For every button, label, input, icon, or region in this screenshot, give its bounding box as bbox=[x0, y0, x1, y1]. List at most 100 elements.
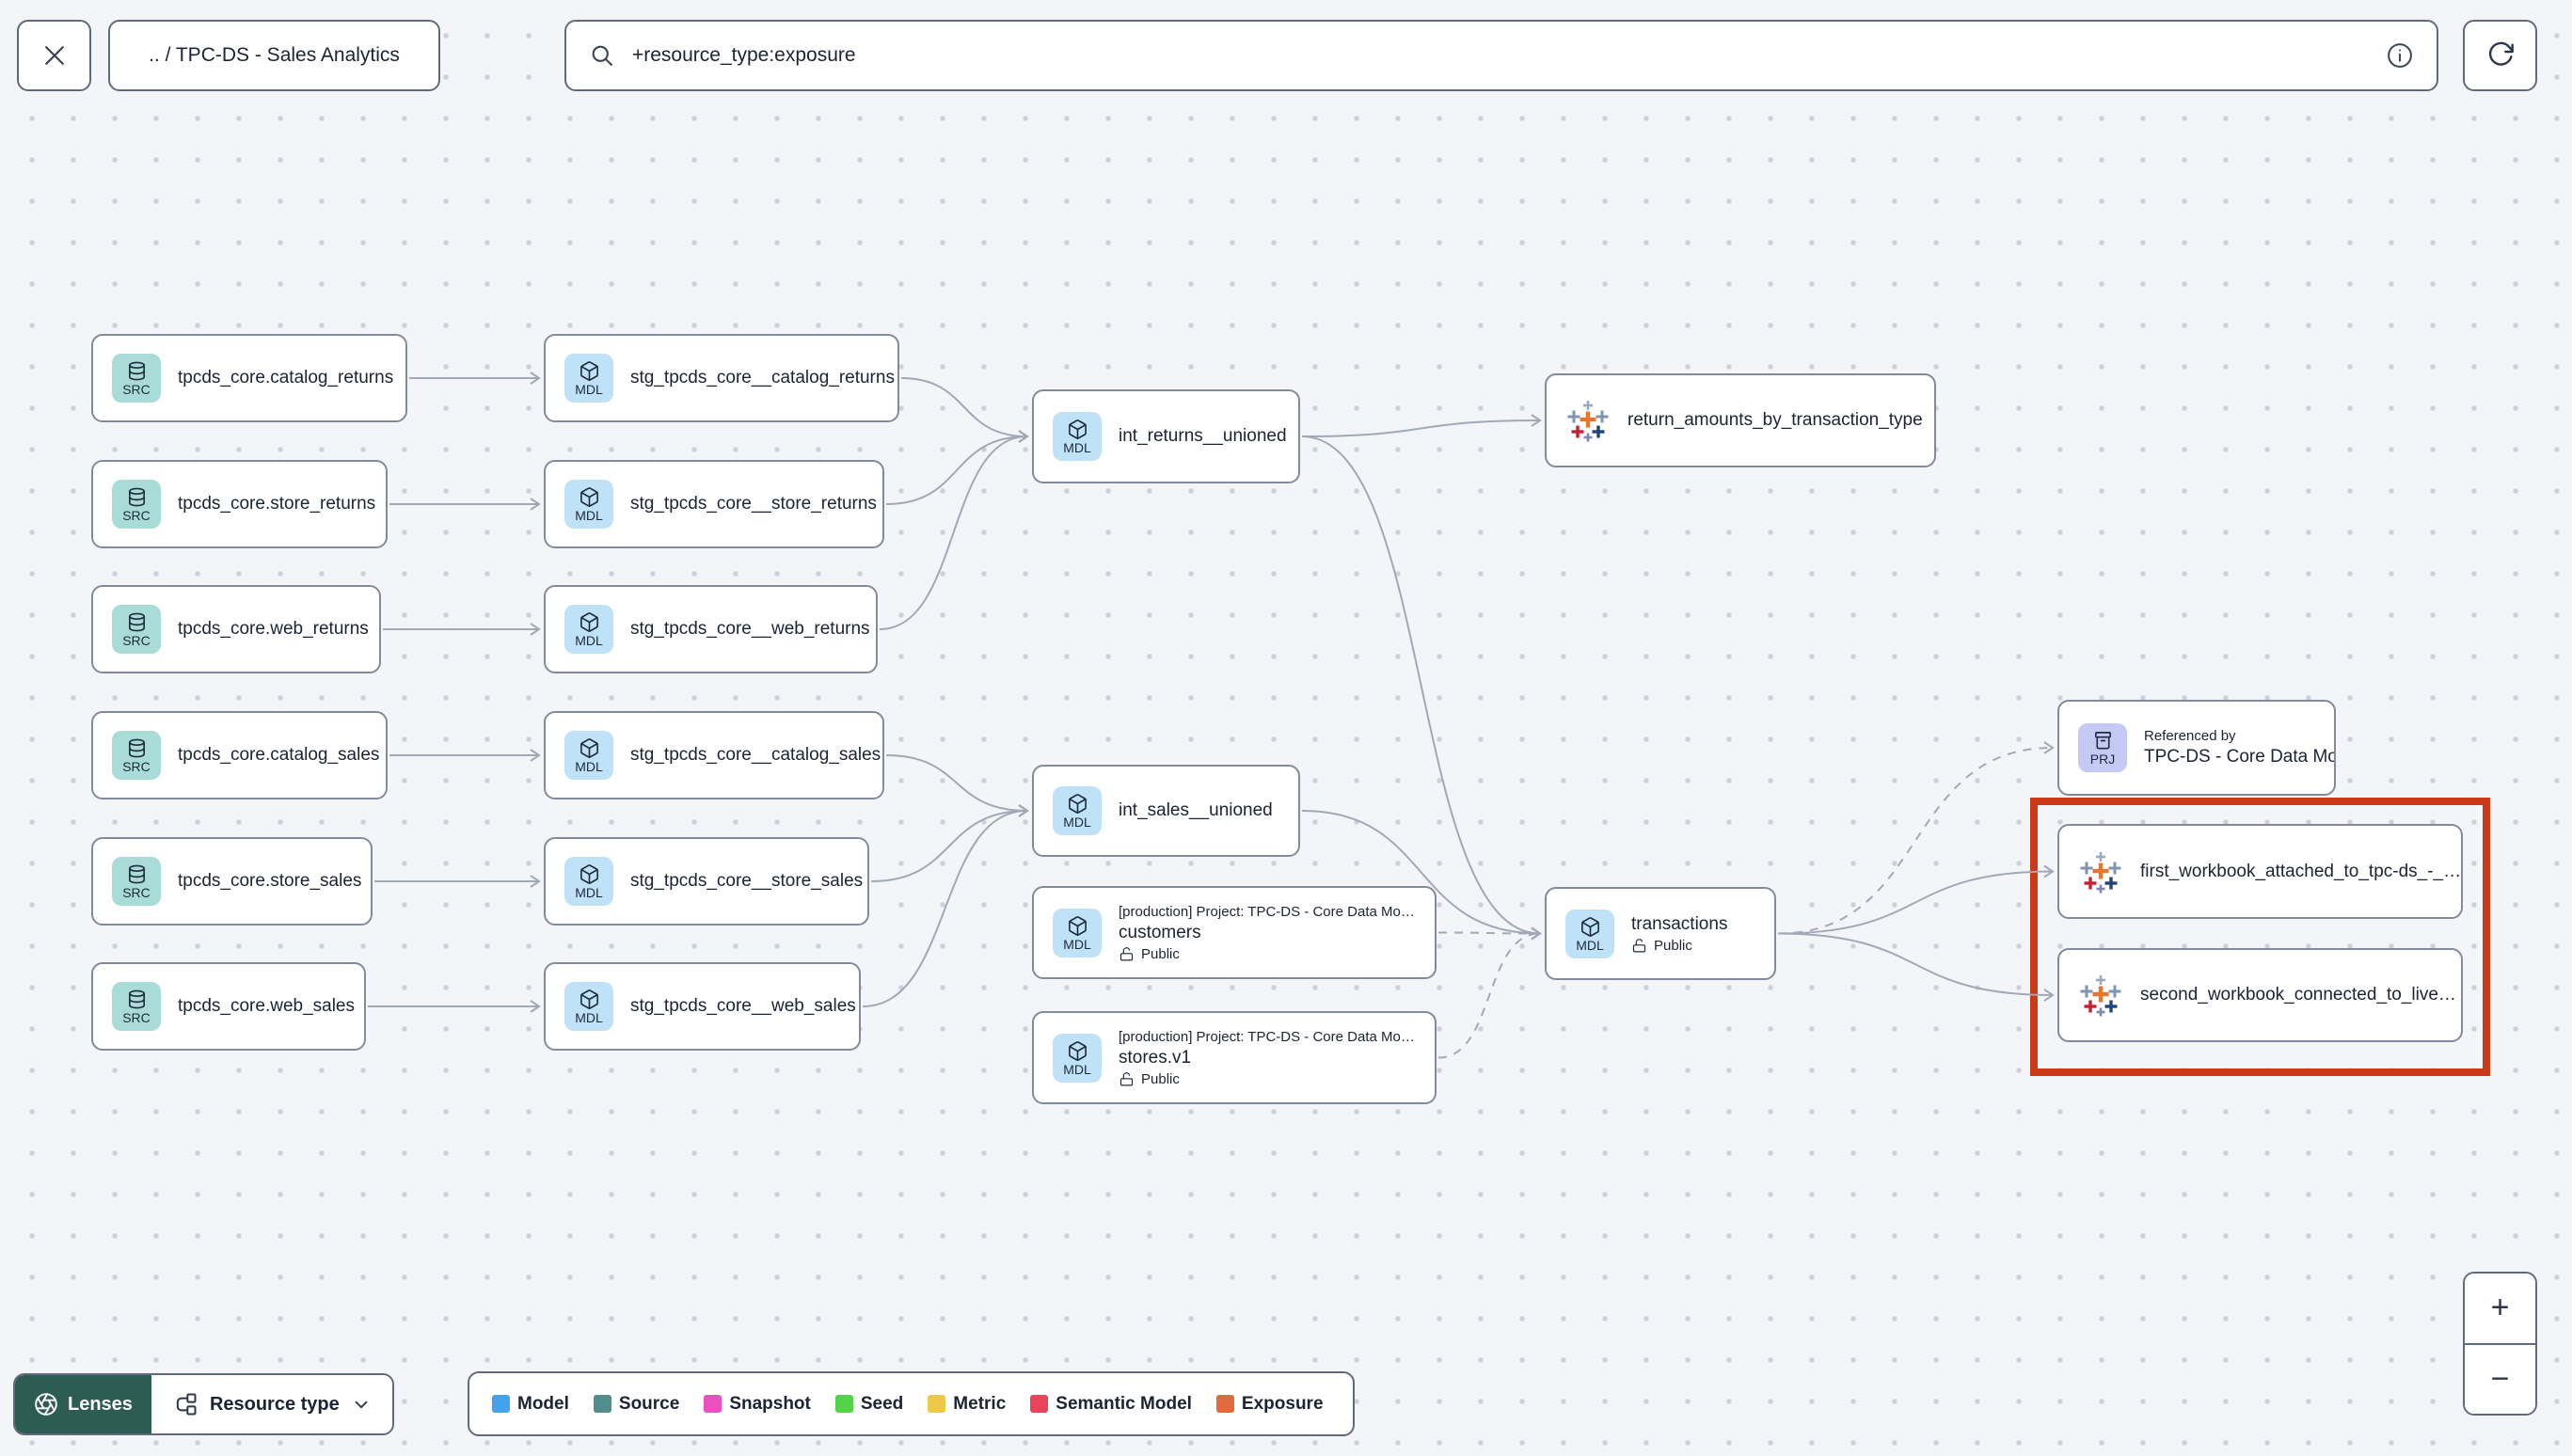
node-label: stg_tpcds_core__web_sales bbox=[630, 996, 856, 1016]
edge-customers-to-transactions bbox=[1437, 926, 1542, 941]
database-icon: SRC bbox=[112, 480, 161, 529]
cube-icon: MDL bbox=[1053, 1033, 1102, 1083]
edge-stg_store_returns-to-int_returns_unioned bbox=[885, 430, 1029, 505]
node-label: second_workbook_connected_to_live… bbox=[2140, 985, 2456, 1005]
node-src_catalog_sales[interactable]: SRC tpcds_core.catalog_sales bbox=[91, 711, 388, 799]
legend-item-exposure: Exposure bbox=[1215, 1393, 1324, 1415]
node-label: first_workbook_attached_to_tpc-ds_-_… bbox=[2140, 861, 2462, 881]
cube-icon: MDL bbox=[564, 731, 613, 780]
cube-icon: MDL bbox=[564, 480, 613, 529]
legend-label: Source bbox=[618, 1393, 680, 1414]
legend-label: Seed bbox=[860, 1393, 904, 1414]
lenses-button[interactable]: Lenses bbox=[15, 1375, 151, 1433]
node-src_catalog_returns[interactable]: SRC tpcds_core.catalog_returns bbox=[91, 334, 407, 422]
close-icon bbox=[40, 41, 69, 70]
chevron-down-icon bbox=[351, 1394, 372, 1415]
resource-type-dropdown[interactable]: Resource type bbox=[151, 1375, 392, 1433]
info-icon[interactable] bbox=[2386, 41, 2414, 70]
cube-icon: MDL bbox=[564, 857, 613, 906]
cube-icon: MDL bbox=[564, 605, 613, 654]
node-label: tpcds_core.catalog_returns bbox=[178, 368, 394, 388]
legend-label: Semantic Model bbox=[1056, 1393, 1192, 1414]
unlock-icon bbox=[1119, 946, 1135, 962]
archive-icon: PRJ bbox=[2078, 723, 2127, 772]
legend: Model Source Snapshot Seed Metric Semantic Mo… bbox=[468, 1371, 1355, 1436]
search-input[interactable] bbox=[630, 43, 2371, 68]
refresh-button[interactable] bbox=[2463, 20, 2537, 91]
edge-stg_store_sales-to-int_sales_unioned bbox=[870, 804, 1029, 882]
database-icon: SRC bbox=[112, 605, 161, 654]
edge-int_sales_unioned-to-transactions bbox=[1301, 810, 1542, 941]
edge-transactions-to-first_workbook bbox=[1777, 864, 2055, 935]
edge-stg_web_returns-to-int_returns_unioned bbox=[879, 430, 1029, 630]
legend-swatch bbox=[1215, 1395, 1234, 1413]
unlock-icon bbox=[1631, 938, 1647, 954]
database-icon: SRC bbox=[112, 731, 161, 780]
edge-transactions-to-referenced_by_project bbox=[1777, 741, 2055, 935]
legend-label: Exposure bbox=[1241, 1393, 1324, 1414]
resource-type-icon bbox=[172, 1391, 198, 1417]
access-badge: Public bbox=[1119, 1071, 1415, 1087]
node-label: stg_tpcds_core__store_sales bbox=[630, 871, 864, 891]
node-label: stores.v1 bbox=[1119, 1047, 1192, 1068]
node-label: tpcds_core.web_returns bbox=[178, 619, 369, 639]
node-label: int_returns__unioned bbox=[1119, 426, 1287, 446]
zoom-in-button[interactable]: + bbox=[2465, 1274, 2535, 1345]
node-stg_store_sales[interactable]: MDL stg_tpcds_core__store_sales bbox=[544, 837, 869, 926]
zoom-out-button[interactable]: − bbox=[2465, 1344, 2535, 1414]
tableau-icon bbox=[2078, 973, 2123, 1018]
node-label: tpcds_core.web_sales bbox=[178, 996, 355, 1016]
legend-label: Model bbox=[517, 1393, 569, 1414]
edge-int_returns_unioned-to-return_amounts_by_transaction_type bbox=[1301, 414, 1542, 437]
node-label: return_amounts_by_transaction_type bbox=[1627, 410, 1923, 430]
cube-icon: MDL bbox=[1053, 786, 1102, 835]
legend-item-snapshot: Snapshot bbox=[704, 1394, 811, 1415]
legend-label: Snapshot bbox=[729, 1393, 811, 1414]
legend-swatch bbox=[704, 1395, 722, 1413]
legend-swatch bbox=[834, 1395, 853, 1413]
node-src_web_returns[interactable]: SRC tpcds_core.web_returns bbox=[91, 585, 381, 673]
node-referenced_by_project[interactable]: PRJ Referenced by TPC-DS - Core Data Model… bbox=[2057, 700, 2336, 796]
access-badge: Public bbox=[1631, 938, 1727, 954]
selection-highlight bbox=[2030, 798, 2490, 1076]
node-label: stg_tpcds_core__store_returns bbox=[630, 494, 877, 514]
search-bar[interactable] bbox=[564, 20, 2438, 91]
node-customers[interactable]: MDL[production] Project: TPC-DS - Core D… bbox=[1032, 886, 1437, 979]
node-stg_store_returns[interactable]: MDL stg_tpcds_core__store_returns bbox=[544, 460, 884, 548]
node-second_workbook[interactable]: second_workbook_connected_to_live… bbox=[2057, 948, 2463, 1042]
cube-icon: MDL bbox=[1053, 908, 1102, 957]
node-stores_v1[interactable]: MDL [production] Project: TPC-DS - Core D… bbox=[1032, 1011, 1437, 1104]
node-subtitle: [production] Project: TPC-DS - Core Data… bbox=[1119, 1028, 1415, 1045]
tableau-icon bbox=[2078, 849, 2123, 894]
node-label: int_sales__unioned bbox=[1119, 800, 1273, 820]
breadcrumb-label: .. / TPC-DS - Sales Analytics bbox=[149, 44, 400, 66]
refresh-icon bbox=[2485, 40, 2516, 71]
legend-item-metric: Metric bbox=[928, 1394, 1006, 1415]
legend-swatch bbox=[928, 1395, 946, 1413]
breadcrumb[interactable]: .. / TPC-DS - Sales Analytics bbox=[108, 20, 440, 91]
node-int_sales_unioned[interactable]: MDL int_sales__unioned bbox=[1032, 765, 1300, 857]
node-label: transactions bbox=[1631, 913, 1728, 934]
edge-stg_catalog_sales-to-int_sales_unioned bbox=[885, 754, 1029, 817]
node-first_workbook[interactable]: first_workbook_attached_to_tpc-ds_-_… bbox=[2057, 824, 2463, 919]
node-subtitle: Referenced by bbox=[2144, 728, 2236, 744]
node-return_amounts_by_transaction_type[interactable]: return_amounts_by_transaction_type bbox=[1545, 373, 1936, 467]
access-badge: Public bbox=[1119, 946, 1415, 962]
close-button[interactable] bbox=[17, 20, 91, 91]
node-label: TPC-DS - Core Data Models bbox=[2144, 747, 2334, 767]
edge-transactions-to-second_workbook bbox=[1777, 932, 2055, 1002]
node-label: tpcds_core.catalog_sales bbox=[178, 745, 380, 765]
lens-bar: Lenses Resource type bbox=[13, 1373, 394, 1435]
database-icon: SRC bbox=[112, 354, 161, 403]
